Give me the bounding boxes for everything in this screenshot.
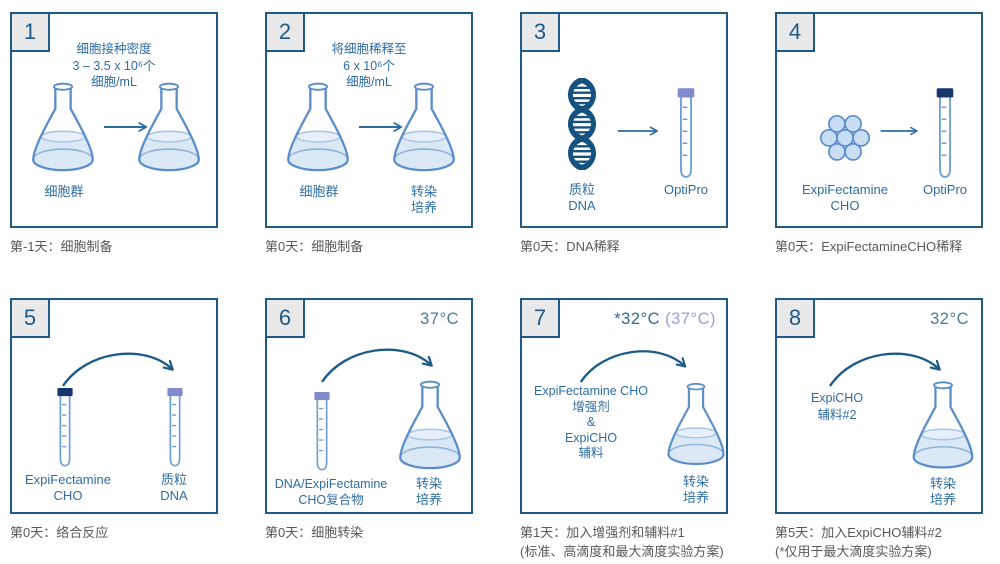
- arc-arrow-icon: [579, 350, 687, 383]
- item-label: 细胞群: [44, 184, 84, 199]
- item-label: ExpiFectamine CHO: [802, 182, 888, 213]
- item-label: OptiPro: [663, 182, 709, 197]
- step-number: 7: [533, 305, 547, 330]
- item-label: 转染 培养: [682, 474, 709, 505]
- step-box: 8 32°C ExpiCHO 辅料#2 转染: [775, 298, 983, 514]
- step-box: 4 ExpiFectam: [775, 12, 983, 228]
- step-card-4: 4 ExpiFectam: [775, 12, 983, 256]
- step-card-2: 2 将细胞稀释至 6 x 10⁶个 细胞/mL: [265, 12, 473, 256]
- step-card-8: 8 32°C ExpiCHO 辅料#2 转染: [775, 298, 983, 561]
- item-label: 细胞群: [299, 184, 339, 199]
- arrow-icon: [103, 122, 148, 132]
- dna-icon: [568, 78, 596, 170]
- cells-icon: [819, 114, 871, 161]
- arc-arrow-icon: [61, 352, 174, 387]
- flask-icon: [32, 82, 94, 172]
- item-label: DNA/ExpiFectamine CHO复合物: [274, 477, 388, 507]
- step-number: 4: [788, 19, 802, 44]
- flask-icon: [287, 82, 349, 172]
- step-number: 2: [278, 19, 292, 44]
- step-number: 5: [23, 305, 37, 330]
- tube-icon: [936, 88, 954, 178]
- step-card-6: 6 37°C DNA/ExpiF: [265, 298, 473, 542]
- step-box: 7 *32°C (37°C) ExpiFectamine CHO 增强剂 & E…: [520, 298, 728, 514]
- step-box: 3 质粒 DNA OptiPro: [520, 12, 728, 228]
- step-card-3: 3 质粒 DNA OptiPro 第0天：DNA稀释: [520, 12, 728, 256]
- step-box: 1 细胞接种密度 3 – 3.5 x 10⁶个 细胞/mL: [10, 12, 218, 228]
- step-box: 2 将细胞稀释至 6 x 10⁶个 细胞/mL: [265, 12, 473, 228]
- arrow-icon: [358, 122, 403, 132]
- arrow-icon: [617, 126, 658, 136]
- arrow-icon: [880, 126, 918, 136]
- step-number-badge: 1: [10, 12, 50, 52]
- step-number: 8: [788, 305, 802, 330]
- arc-arrow-icon: [320, 348, 433, 383]
- temperature-label: *32°C (37°C): [614, 310, 716, 328]
- step-number-badge: 5: [10, 298, 50, 338]
- item-label: 质粒 DNA: [568, 182, 596, 213]
- step-card-5: 5 ExpiFectamine CHO 质粒 DNA: [10, 298, 218, 542]
- flask-icon: [912, 381, 974, 469]
- flask-icon: [399, 380, 461, 470]
- temperature-label: 37°C: [420, 310, 459, 328]
- step-card-1: 1 细胞接种密度 3 – 3.5 x 10⁶个 细胞/mL: [10, 12, 218, 256]
- step-caption: 第0天：细胞转染: [265, 525, 364, 540]
- step-caption: 第0天：DNA稀释: [520, 239, 620, 254]
- step-number: 3: [533, 19, 547, 44]
- tube-icon: [167, 388, 183, 467]
- step-number: 6: [278, 305, 292, 330]
- step-number: 1: [23, 19, 37, 44]
- step-caption: 第1天：加入增强剂和辅料#1 (标准、高滴度和最大滴度实验方案): [520, 525, 724, 559]
- step-caption: 第0天：络合反应: [10, 525, 109, 540]
- tube-icon: [677, 88, 695, 178]
- flask-icon: [393, 82, 455, 172]
- item-label: 转染 培养: [929, 476, 956, 507]
- item-label: 质粒 DNA: [160, 472, 188, 503]
- step-caption: 第0天：ExpiFectamineCHO稀释: [775, 239, 963, 254]
- flask-icon: [138, 82, 200, 172]
- item-label: ExpiFectamine CHO: [25, 472, 111, 503]
- step-caption: 第5天：加入ExpiCHO辅料#2 (*仅用于最大滴度实验方案): [775, 525, 942, 559]
- item-label: OptiPro: [922, 182, 968, 197]
- tube-icon: [314, 392, 330, 471]
- step-number-badge: 3: [520, 12, 560, 52]
- step-number-badge: 6: [265, 298, 305, 338]
- step-caption: 第0天：细胞制备: [265, 239, 364, 254]
- step-card-7: 7 *32°C (37°C) ExpiFectamine CHO 增强剂 & E…: [520, 298, 728, 561]
- step-box: 5 ExpiFectamine CHO 质粒 DNA: [10, 298, 218, 514]
- info-text: 细胞接种密度 3 – 3.5 x 10⁶个 细胞/mL: [72, 42, 156, 89]
- item-label: 转染 培养: [410, 184, 437, 215]
- step-number-badge: 8: [775, 298, 815, 338]
- item-label: 转染 培养: [415, 476, 442, 507]
- tube-icon: [57, 388, 73, 467]
- info-text: ExpiFectamine CHO 增强剂 & ExpiCHO 辅料: [534, 384, 648, 460]
- temperature-label: 32°C: [930, 310, 969, 328]
- arc-arrow-icon: [828, 352, 941, 387]
- step-number-badge: 4: [775, 12, 815, 52]
- step-number-badge: 2: [265, 12, 305, 52]
- step-caption: 第-1天：细胞制备: [10, 239, 113, 254]
- info-text: ExpiCHO 辅料#2: [810, 391, 864, 422]
- flask-icon: [667, 382, 725, 466]
- step-number-badge: 7: [520, 298, 560, 338]
- info-text: 将细胞稀释至 6 x 10⁶个 细胞/mL: [331, 42, 407, 89]
- step-box: 6 37°C DNA/ExpiF: [265, 298, 473, 514]
